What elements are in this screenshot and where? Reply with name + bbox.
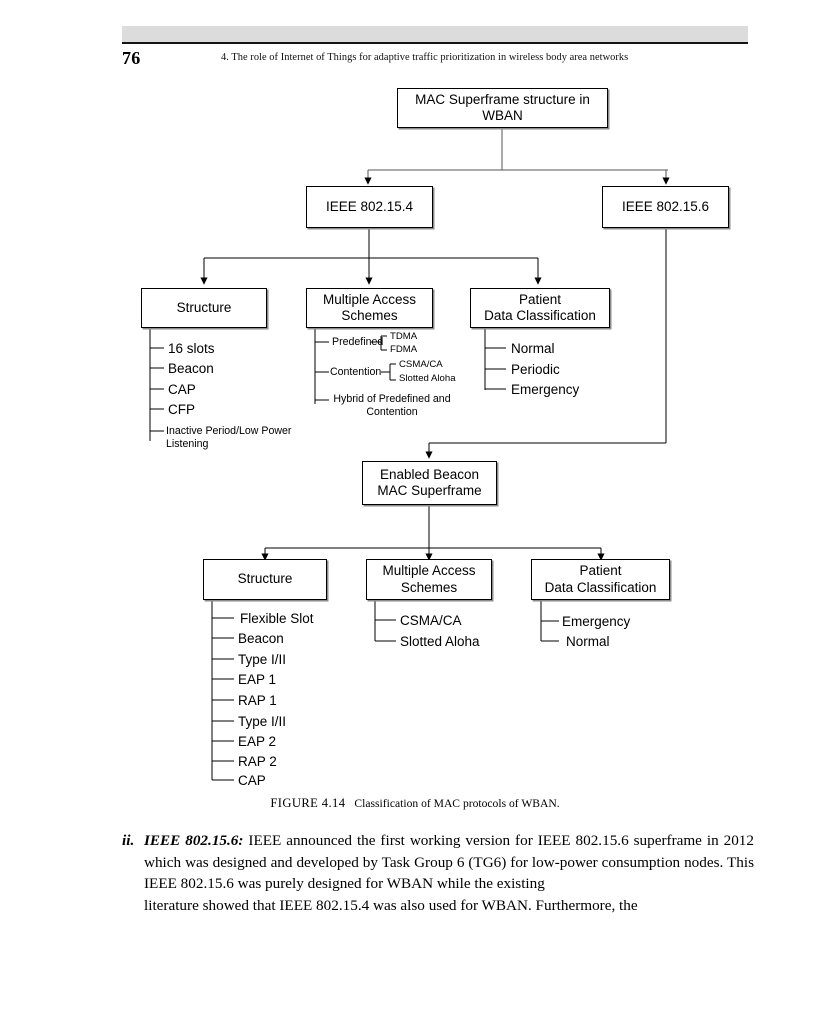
leaf-mas-top-fdma: FDMA xyxy=(390,344,418,355)
header-band xyxy=(122,26,748,42)
leaf-structure-bottom-cap: CAP xyxy=(238,773,266,788)
leaf-structure-bottom-eap-1: EAP 1 xyxy=(238,672,277,687)
body-text-block: ii. IEEE 802.15.6: IEEE announced the fi… xyxy=(122,830,754,916)
leaf-mas-top-tdma: TDMA xyxy=(390,331,418,342)
node-ieee-802-15-4[interactable]: IEEE 802.15.4 xyxy=(306,186,433,228)
leaf-pdc-top-normal: Normal xyxy=(511,341,555,356)
leaf-structure-bottom-beacon: Beacon xyxy=(238,631,284,646)
leaf-pdc-top-emergency: Emergency xyxy=(511,382,580,397)
leaf-pdc-top-periodic: Periodic xyxy=(511,362,560,377)
leaf-mas-top-csma-ca: CSMA/CA xyxy=(399,359,443,370)
leaf-mas-top-predefined: Predefined xyxy=(332,336,384,348)
leaf-structure-bottom-type-i-ii-1: Type I/II xyxy=(238,652,287,667)
node-ieee-802-15-6[interactable]: IEEE 802.15.6 xyxy=(602,186,729,228)
leaf-pdc-bottom-normal: Normal xyxy=(566,634,610,649)
paragraph-lead-term: IEEE 802.15.6: xyxy=(144,832,244,849)
leaf-mas-top-hybrid: Hybrid of Predefined and Contention xyxy=(333,393,451,418)
leaf-structure-top-cfp: CFP xyxy=(168,402,195,417)
list-marker: ii. xyxy=(122,832,135,849)
node-multiple-access-schemes-top[interactable]: Multiple Access Schemes xyxy=(306,288,433,328)
leaf-structure-bottom-flexible-slot: Flexible Slot xyxy=(240,611,314,626)
figure-caption-text: Classification of MAC protocols of WBAN. xyxy=(354,797,560,810)
leaf-pdc-bottom-emergency: Emergency xyxy=(562,614,631,629)
leaf-structure-bottom-rap-2: RAP 2 xyxy=(238,754,277,769)
leaf-mas-bottom-slotted-aloha: Slotted Aloha xyxy=(400,634,480,649)
header-rule xyxy=(122,42,748,44)
leaf-structure-bottom-type-i-ii-2: Type I/II xyxy=(238,714,287,729)
node-structure-bottom[interactable]: Structure xyxy=(203,559,327,600)
leaf-mas-top-slotted-aloha: Slotted Aloha xyxy=(399,373,456,384)
leaf-structure-top-beacon: Beacon xyxy=(168,361,214,376)
leaf-mas-top-contention: Contention xyxy=(330,366,382,378)
node-structure-top[interactable]: Structure xyxy=(141,288,267,328)
paragraph-last-line: literature showed that IEEE 802.15.4 was… xyxy=(144,896,638,914)
figure-caption-label: FIGURE 4.14 xyxy=(270,796,346,810)
leaf-structure-top-inactive-period: Inactive Period/Low Power Listening xyxy=(166,425,292,450)
node-enabled-beacon-mac-superframe[interactable]: Enabled Beacon MAC Superframe xyxy=(362,461,497,505)
node-multiple-access-schemes-bottom[interactable]: Multiple Access Schemes xyxy=(366,559,492,600)
leaf-mas-bottom-csma-ca: CSMA/CA xyxy=(400,613,462,628)
page-number: 76 xyxy=(122,48,141,68)
node-mac-superframe-structure-in-wban[interactable]: MAC Superframe structure in WBAN xyxy=(397,88,608,128)
leaf-structure-bottom-eap-2: EAP 2 xyxy=(238,734,277,749)
leaf-structure-bottom-rap-1: RAP 1 xyxy=(238,693,277,708)
paragraph-body: IEEE announced the first working version… xyxy=(144,832,754,893)
paragraph: IEEE 802.15.6: IEEE announced the first … xyxy=(144,830,754,916)
leaf-structure-top-cap: CAP xyxy=(168,382,196,397)
node-patient-data-classification-bottom[interactable]: Patient Data Classification xyxy=(531,559,670,600)
running-title: 4. The role of Internet of Things for ad… xyxy=(221,52,629,63)
node-patient-data-classification-top[interactable]: Patient Data Classification xyxy=(470,288,610,328)
figure-caption: FIGURE 4.14 Classification of MAC protoco… xyxy=(0,796,830,811)
leaf-structure-top-16-slots: 16 slots xyxy=(168,341,215,356)
